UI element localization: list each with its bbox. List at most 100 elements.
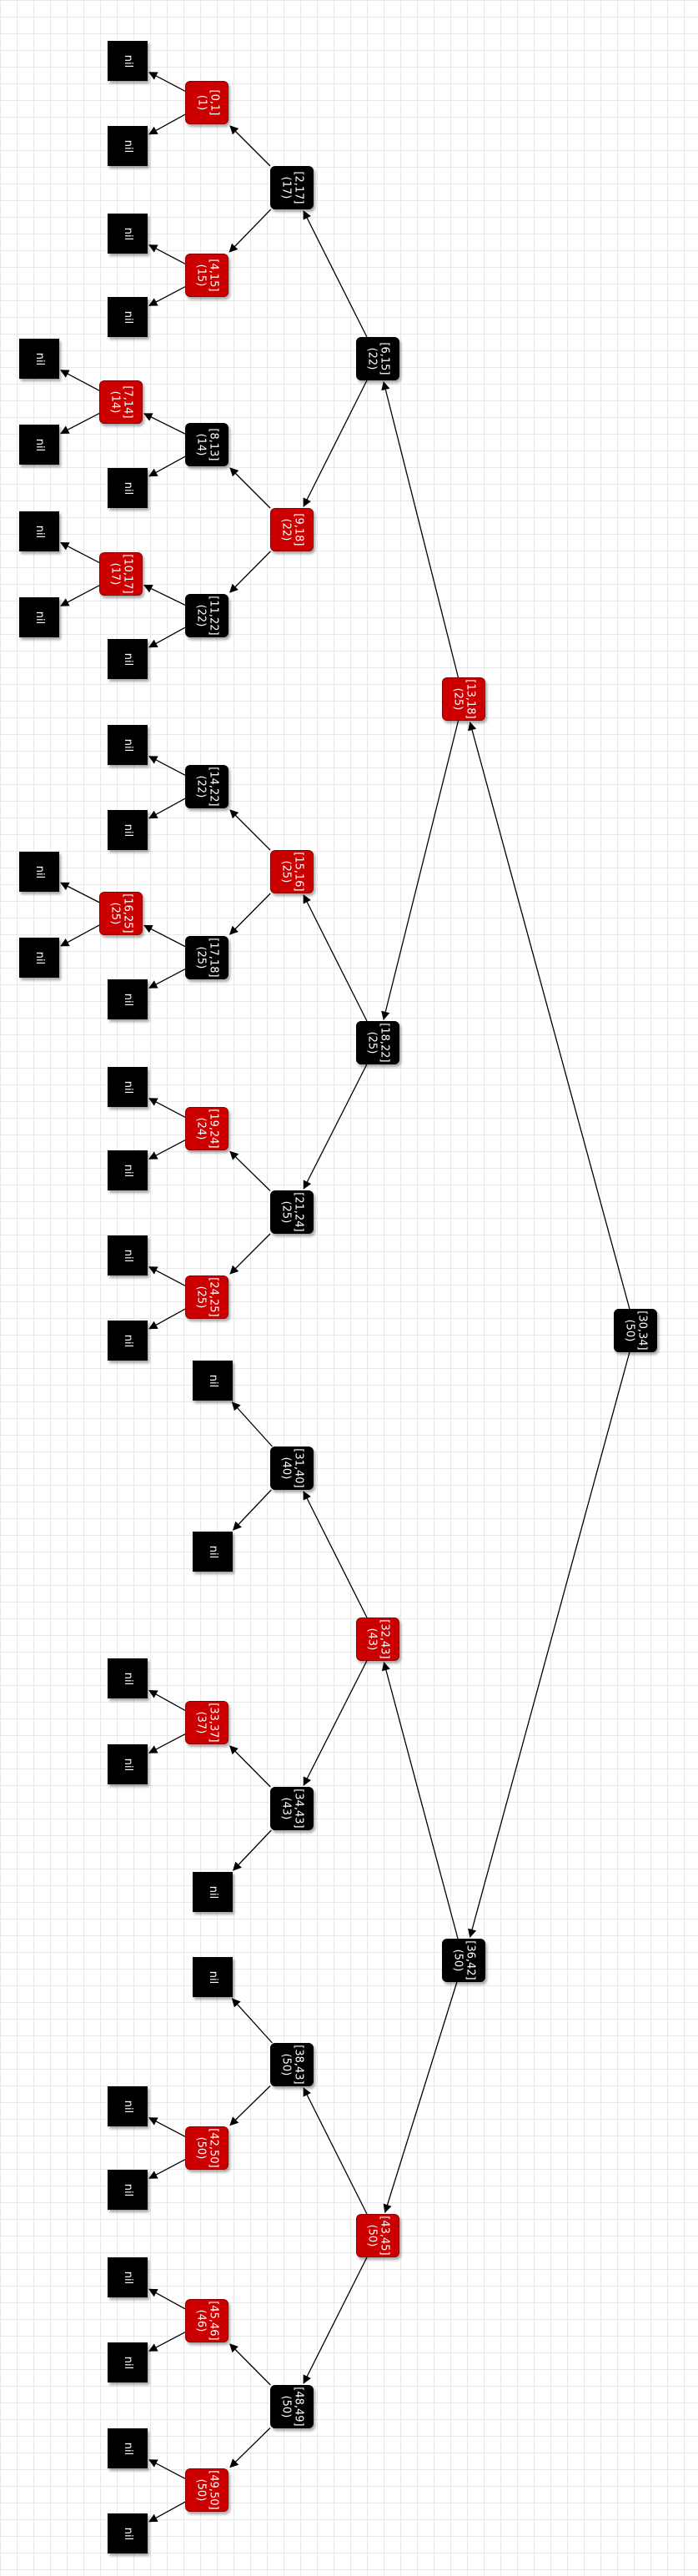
edge-n32-n31: [303, 1491, 368, 1618]
edge-n33-nil-21: [148, 1689, 186, 1712]
node-text: [17,18](25): [194, 938, 220, 977]
nil-leaf-node: nil: [108, 2513, 148, 2553]
nil-label: nil: [207, 1885, 220, 1899]
node-max-label: (25): [280, 1200, 293, 1224]
edge-n7-nil-5: [60, 412, 100, 435]
node-max-label: (25): [280, 860, 293, 883]
node-text: nil: [122, 227, 134, 239]
edge-n21-n24: [229, 1233, 271, 1275]
node-interval-label: [11,22]: [207, 596, 220, 636]
tree-node-n34: [34,43](43): [270, 1787, 314, 1830]
node-text: [45,46](46): [194, 2301, 220, 2340]
node-text: nil: [122, 1164, 134, 1176]
edge-n13-n18: [381, 720, 459, 1021]
node-text: nil: [207, 1885, 219, 1898]
tree-node-n9: [9,18](22): [270, 508, 314, 551]
tree-node-n36: [36,42](50): [442, 1939, 485, 1982]
tree-node-n43: [43,45](50): [356, 2214, 399, 2257]
tree-node-n38: [38,43](50): [270, 2043, 314, 2086]
node-max-label: (17): [109, 562, 122, 586]
nil-leaf-node: nil: [19, 597, 59, 637]
edge-n34-n33: [228, 1745, 271, 1788]
edge-n0-nil-0: [148, 72, 186, 92]
edge-n16-nil-12: [60, 882, 100, 903]
edge-n4-nil-3: [148, 286, 186, 306]
nil-leaf-node: nil: [19, 511, 59, 551]
node-interval-label: [36,42]: [464, 1940, 477, 1980]
edge-n0-nil-1: [148, 113, 186, 135]
nil-label: nil: [122, 227, 135, 240]
node-text: nil: [207, 1374, 219, 1386]
edge-n45-nil-28: [148, 2332, 186, 2352]
node-text: [4,15](15): [194, 259, 220, 292]
node-text: [36,42](50): [451, 1940, 477, 1980]
nil-label: nil: [122, 2100, 135, 2113]
nil-leaf-node: nil: [19, 938, 59, 978]
edge-n16-nil-13: [60, 924, 100, 947]
tree-node-n49: [49,50](50): [185, 2468, 228, 2512]
tree-node-n19: [19,24](24): [185, 1107, 228, 1150]
edge-n4-nil-2: [148, 244, 186, 264]
nil-label: nil: [33, 525, 47, 538]
nil-label: nil: [33, 611, 47, 624]
node-text: nil: [33, 352, 46, 365]
edge-n8-nil-6: [148, 455, 186, 477]
tree-node-n0: [0,1](1): [185, 81, 228, 124]
node-max-label: (1): [194, 94, 208, 111]
nil-leaf-node: nil: [193, 1532, 233, 1572]
tree-node-n6: [6,15](22): [356, 337, 399, 380]
edge-n11-nil-9: [148, 626, 186, 648]
edge-n38-n42: [229, 2085, 271, 2126]
nil-label: nil: [122, 738, 135, 752]
nil-label: nil: [33, 438, 47, 451]
node-text: nil: [122, 139, 134, 152]
node-text: [48,49](50): [279, 2387, 305, 2426]
edge-n7-nil-4: [60, 370, 100, 391]
nil-leaf-node: nil: [193, 1872, 233, 1912]
edge-n17-n16: [143, 924, 186, 948]
edge-n45-nil-27: [148, 2288, 186, 2310]
edge-n49-nil-29: [148, 2459, 186, 2479]
nil-label: nil: [122, 2527, 135, 2540]
node-max-label: (14): [195, 433, 208, 456]
nil-leaf-node: nil: [108, 1321, 148, 1361]
tree-node-n7: [7,14](14): [99, 380, 143, 424]
nil-label: nil: [33, 951, 47, 964]
edge-n48-n45: [228, 2343, 271, 2386]
node-text: nil: [122, 2271, 134, 2283]
node-text: nil: [33, 865, 46, 878]
node-text: [7,14](14): [108, 385, 134, 418]
node-max-label: (14): [109, 390, 122, 414]
node-text: nil: [122, 2356, 134, 2368]
nil-leaf-node: nil: [108, 2342, 148, 2382]
nil-leaf-node: nil: [108, 2086, 148, 2126]
tree-node-n4: [4,15](15): [185, 254, 228, 297]
node-interval-label: [15,16]: [292, 852, 305, 892]
node-interval-label: [4,15]: [207, 259, 220, 292]
tree-node-n13: [13,18](25): [442, 677, 485, 721]
nil-label: nil: [122, 652, 135, 666]
edge-n9-n8: [229, 467, 271, 509]
node-text: [13,18](25): [451, 679, 477, 718]
node-text: [49,50](50): [194, 2470, 220, 2509]
node-text: [34,43](43): [279, 1789, 305, 1828]
node-text: nil: [33, 611, 46, 623]
tree-node-n8: [8,13](14): [185, 423, 228, 466]
nil-leaf-node: nil: [108, 1744, 148, 1784]
nil-label: nil: [122, 823, 135, 837]
edge-n19-nil-15: [148, 1098, 186, 1118]
node-interval-label: [30,34]: [635, 1311, 649, 1351]
tree-node-n16: [16,25](25): [99, 892, 143, 935]
edge-n6-n2: [303, 210, 368, 338]
node-interval-label: [18,22]: [378, 1023, 391, 1063]
node-interval-label: [0,1]: [207, 89, 220, 116]
edge-n9-n11: [228, 551, 271, 593]
node-max-label: (22): [195, 775, 208, 798]
node-text: [18,22](25): [365, 1023, 391, 1063]
tree-node-n33: [33,37](37): [185, 1701, 228, 1744]
node-text: nil: [122, 993, 134, 1005]
node-text: nil: [122, 2100, 134, 2112]
edge-n43-n38: [303, 2087, 368, 2215]
nil-leaf-node: nil: [108, 2428, 148, 2468]
edge-n14-nil-11: [148, 797, 186, 819]
